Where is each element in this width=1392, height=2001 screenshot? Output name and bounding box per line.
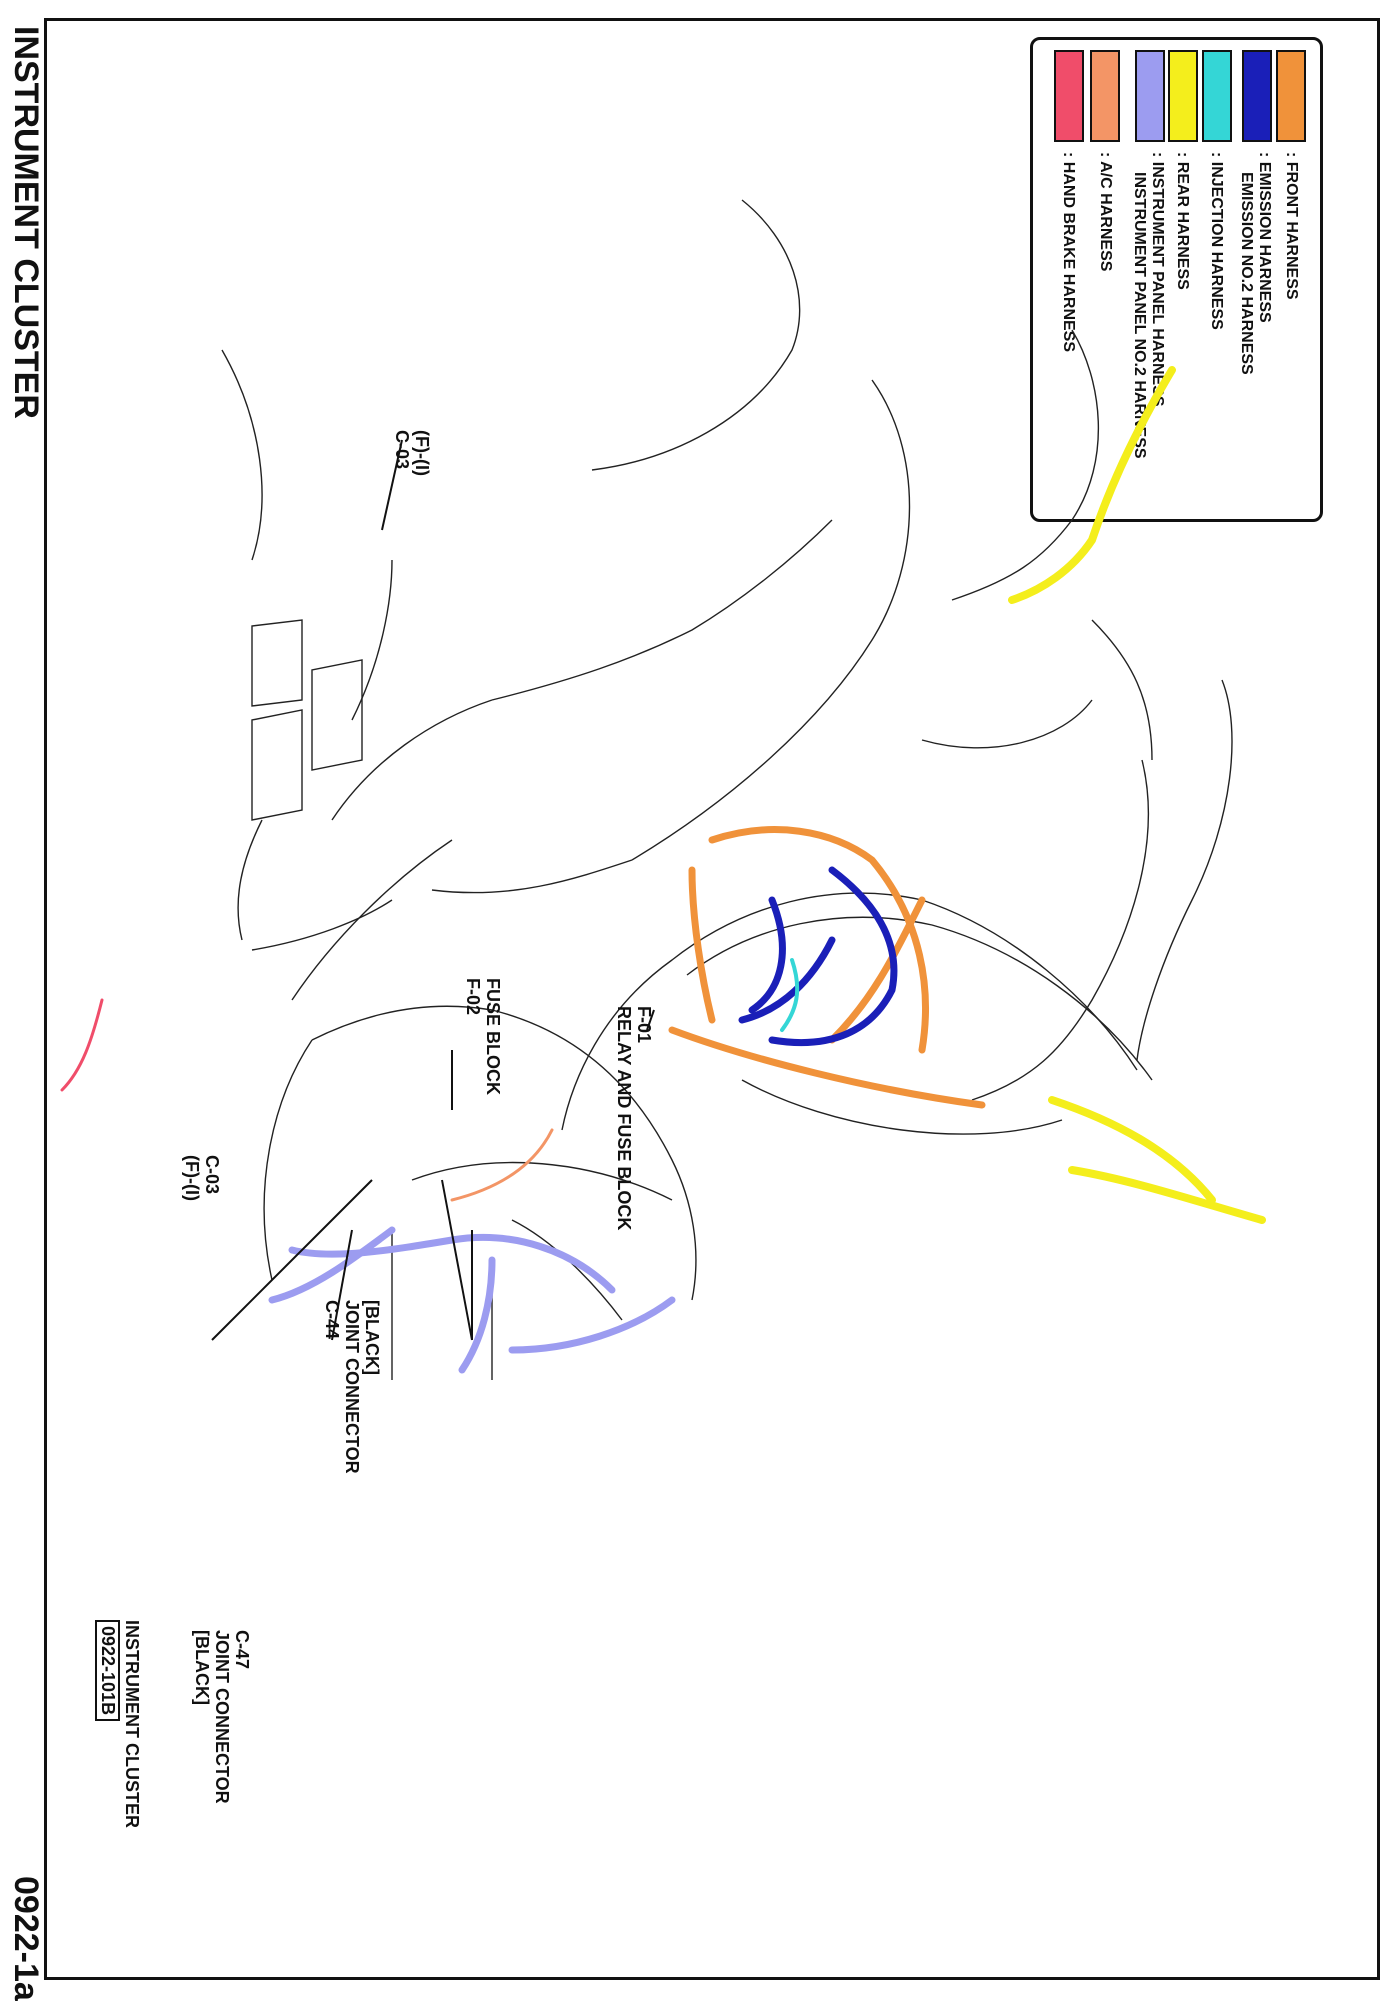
rear-harness [1008,366,1266,1224]
callout-f01-name: RELAY AND FUSE BLOCK [614,1006,634,1231]
callout-f02-name: FUSE BLOCK [483,978,503,1095]
callout-f02-code: F-02 [463,978,483,1016]
injection-harness [780,958,800,1032]
leader-lines [211,439,655,1341]
callout-c03-code: C-03 [202,1155,222,1195]
callout-cluster-ref: 0922-101B [95,1620,120,1722]
hand-brake-harness [60,998,104,1092]
callout-c47-tag: [BLACK] [192,1630,212,1705]
callout-c47-code: C-47 [232,1630,252,1670]
callout-left-c03-code: C-03 [392,430,412,470]
callout-cluster-name: INSTRUMENT CLUSTER [122,1620,142,1828]
callout-f01-code: F-01 [634,1006,654,1044]
front-harness [668,826,986,1109]
body-outlines [221,199,1233,1380]
callout-left-c03-sub: (F)-(I) [412,430,432,476]
callout-c44-name: JOINT CONNECTOR [342,1300,362,1474]
callout-c47-name: JOINT CONNECTOR [212,1630,232,1804]
callout-c44-code: C-44 [322,1300,342,1340]
callout-c03-sub: (F)-(I) [182,1155,202,1201]
instrument-panel-harness [268,1226,676,1374]
callout-c44-tag: [BLACK] [362,1300,382,1375]
ac-harness [450,1128,554,1202]
emission-harness [738,866,898,1047]
